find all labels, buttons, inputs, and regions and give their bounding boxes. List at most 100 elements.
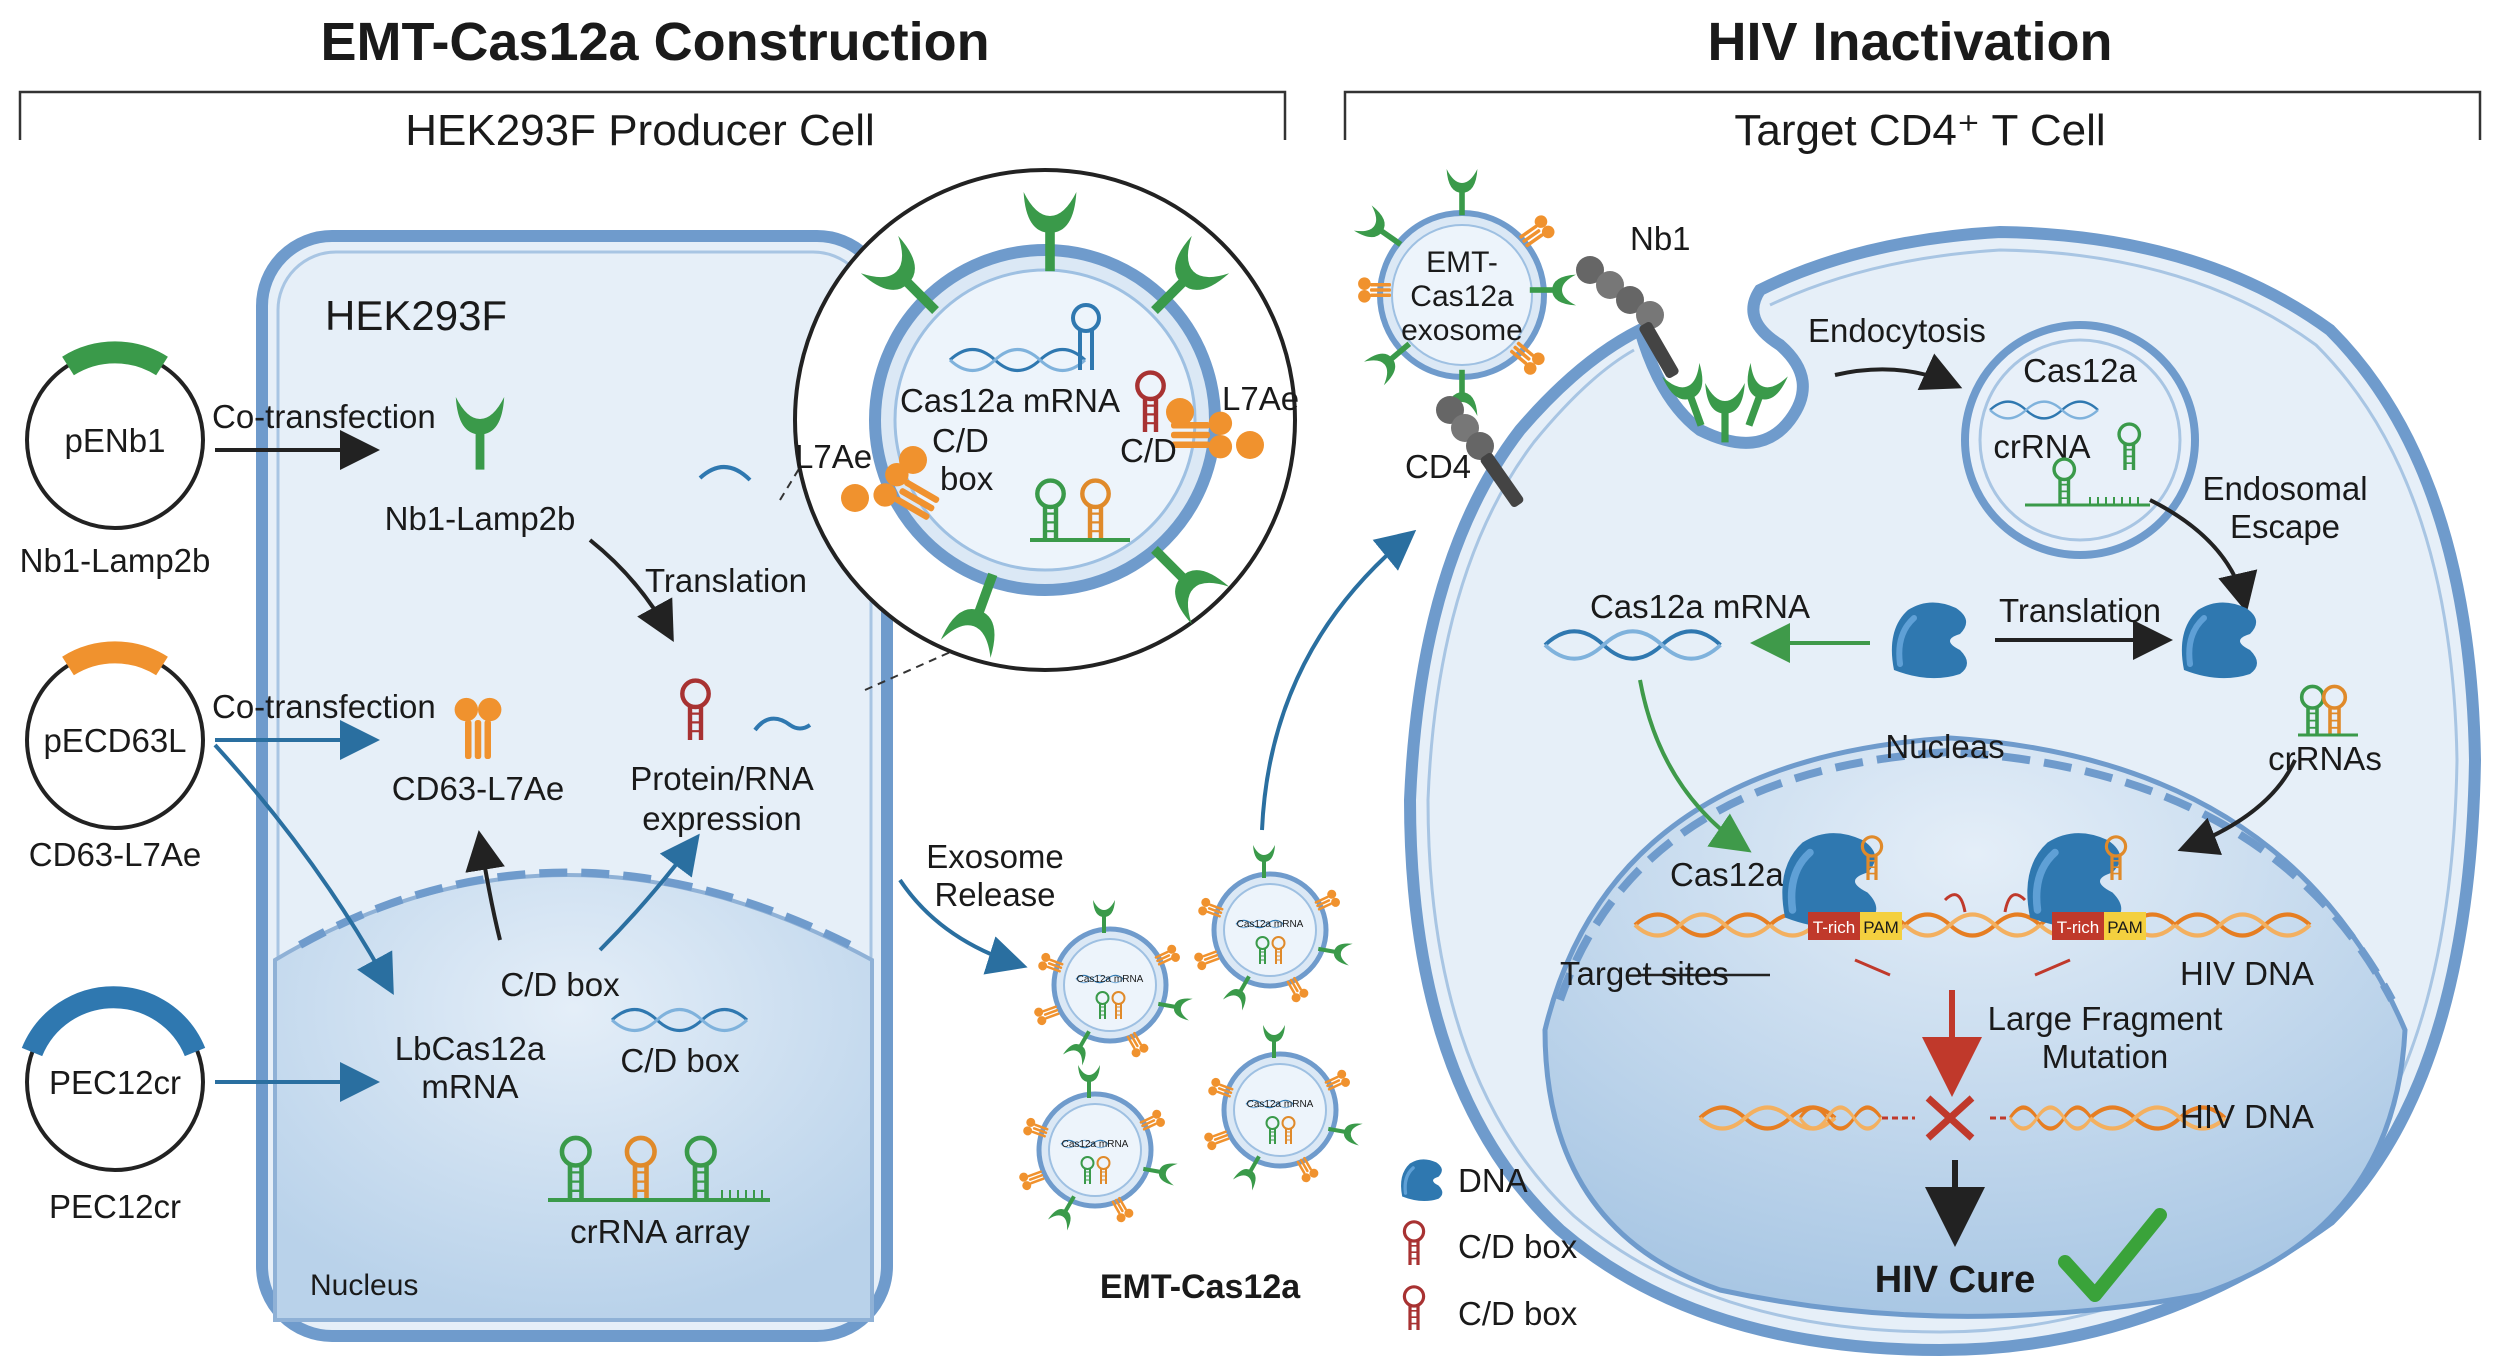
crrnas-label: crRNAs (2268, 740, 2382, 777)
right-bracket (1343, 90, 2482, 140)
zoom-l7ae-right-label: L7Ae (1222, 380, 1299, 417)
nb1-receptor-icon (1576, 256, 1679, 379)
incoming-exosome-label-1: EMT- (1426, 246, 1498, 279)
legend-cd-box-icon-2 (1402, 1285, 1426, 1332)
protein-rna-label-2: expression (642, 800, 802, 837)
plasmid-penb1-name: pENb1 (65, 422, 166, 459)
target-translation-label: Translation (1999, 592, 2161, 629)
target-sites-label: Target sites (1560, 955, 1729, 992)
arrow-to-target (1260, 529, 1417, 831)
arrow-exosome-release (898, 878, 1028, 975)
cut-marks (1854, 893, 2071, 977)
cd-box-label-b: C/D box (620, 1042, 740, 1079)
right-title: HIV Inactivation (1707, 12, 2112, 72)
escape-label-2: Escape (2230, 508, 2340, 545)
crrna-array-icon (548, 1138, 770, 1200)
hiv-dna-label-2: HIV DNA (2180, 1098, 2314, 1135)
incoming-exosome-label-3: exosome (1401, 314, 1523, 347)
legend-cd-box-icon-1 (1402, 1220, 1426, 1267)
arrow-cotransfection-2b (213, 743, 394, 996)
legend-label-0: DNA (1458, 1162, 1528, 1199)
arrow-nucleus-to-expression (598, 833, 700, 952)
legend-label-2: C/D box (1458, 1295, 1578, 1332)
arrow-crrnas-to-nucleus (2177, 759, 2297, 856)
plasmid-pec12cr: PEC12cr PEC12cr (21, 986, 206, 1225)
lbcas12a-label-2: mRNA (421, 1068, 518, 1105)
pam-label-1: PAM (1863, 918, 1899, 937)
nucleus-cas12a-label: Cas12a (1670, 856, 1784, 893)
endosome-crrna-icon (2025, 457, 2150, 507)
escape-label-1: Endosomal (2202, 470, 2367, 507)
arrow-nucleus-to-cd63 (465, 830, 505, 941)
protein-rna-label-1: Protein/RNA (630, 760, 813, 797)
endocytosis-label: Endocytosis (1808, 312, 1986, 349)
plasmid-pecd63l-product: CD63-L7Ae (29, 836, 201, 873)
exosome-release-label-2: Release (934, 876, 1055, 913)
left-title: EMT-Cas12a Construction (320, 12, 989, 72)
pam-label-2: PAM (2107, 918, 2143, 937)
cotransfection-1-label: Co-transfection (212, 398, 436, 435)
expression-mrna-icon (753, 716, 812, 732)
zoom-cas12a-mrna-label: Cas12a mRNA (900, 382, 1120, 419)
hiv-cure-label: HIV Cure (1875, 1259, 2035, 1301)
mini-label-2: Cas12a mRNA (1237, 919, 1304, 930)
nucleas-label: Nucleas (1885, 728, 2004, 765)
cd63-l7ae-label: CD63-L7Ae (392, 770, 564, 807)
translation-label: Translation (645, 562, 807, 599)
plasmid-pecd63l-name: pECD63L (43, 722, 186, 759)
cd4-receptor-icon (1436, 396, 1524, 508)
zoom-cd-right-label: C/D (1120, 432, 1177, 469)
legend-dna-icon (1399, 1157, 1444, 1203)
zoom-cd-left-2: box (940, 460, 994, 497)
target-nucleus (1542, 735, 2408, 1319)
mini-label-3: Cas12a mRNA (1247, 1099, 1314, 1110)
arrow-endocytosis (1834, 353, 1963, 390)
lbcas12a-label-1: LbCas12a (395, 1030, 546, 1067)
plasmid-pecd63l: pECD63L CD63-L7Ae (25, 641, 205, 873)
emt-cas12a-label: EMT-Cas12a (1100, 1268, 1301, 1306)
t-rich-label-1: T-rich (1813, 918, 1856, 937)
endosome-cas12a-label: Cas12a (2023, 352, 2137, 389)
check-icon (2058, 1208, 2167, 1302)
arrow-mrna-to-nucleus (1638, 679, 1752, 853)
left-bracket (18, 90, 1287, 140)
zoom-l7ae-left-label: L7Ae (795, 438, 872, 475)
cut-x-icon (1925, 1095, 1975, 1141)
mini-label-1: Cas12a mRNA (1077, 974, 1144, 985)
large-fragment-label-1: Large Fragment (1988, 1000, 2223, 1037)
cas12a-complex-1 (1782, 833, 1902, 940)
plasmid-penb1-product: Nb1-Lamp2b (20, 542, 211, 579)
nucleus-label: Nucleus (310, 1269, 418, 1302)
left-subtitle: HEK293F Producer Cell (405, 106, 875, 155)
cotransfection-2-label: Co-transfection (212, 688, 436, 725)
crrnas-icon (2298, 684, 2358, 737)
large-fragment-label-2: Mutation (2042, 1038, 2169, 1075)
incoming-exosome-label-2: Cas12a (1410, 280, 1514, 313)
nb1-label: Nb1 (1630, 220, 1691, 257)
hiv-dna-strand-2 (1698, 1105, 2227, 1131)
exosome-release-label-1: Exosome (926, 838, 1064, 875)
arrow-endosomal-escape (2149, 498, 2258, 613)
t-rich-label-2: T-rich (2057, 918, 2100, 937)
cytoplasm-cas12a-mrna-label: Cas12a mRNA (1590, 588, 1810, 625)
crrna-array-label: crRNA array (570, 1213, 750, 1250)
plasmid-pec12cr-product: PEC12cr (49, 1188, 181, 1225)
legend-label-1: C/D box (1458, 1228, 1578, 1265)
legend: DNA C/D box C/D box (1399, 1157, 1578, 1332)
producer-cell-label: HEK293F (325, 292, 507, 339)
zoom-cd-left-1: C/D (932, 422, 989, 459)
plasmid-penb1: pENb1 Nb1-Lamp2b (20, 341, 211, 579)
zoom-hairpins-green-icon (1030, 481, 1130, 540)
hiv-dna-label-1: HIV DNA (2180, 955, 2314, 992)
endosome-crrna-label: crRNA (1993, 428, 2090, 465)
plasmid-pec12cr-name: PEC12cr (49, 1064, 181, 1101)
cd-box-label-a: C/D box (500, 966, 620, 1003)
cas12a-complex-2 (2027, 833, 2146, 940)
nb1-lamp2b-label: Nb1-Lamp2b (385, 500, 576, 537)
mini-label-4: Cas12a mRNA (1062, 1139, 1129, 1150)
arrow-translation (588, 538, 674, 643)
right-subtitle: Target CD4⁺ T Cell (1734, 106, 2105, 155)
incoming-exosome (1353, 169, 1576, 416)
